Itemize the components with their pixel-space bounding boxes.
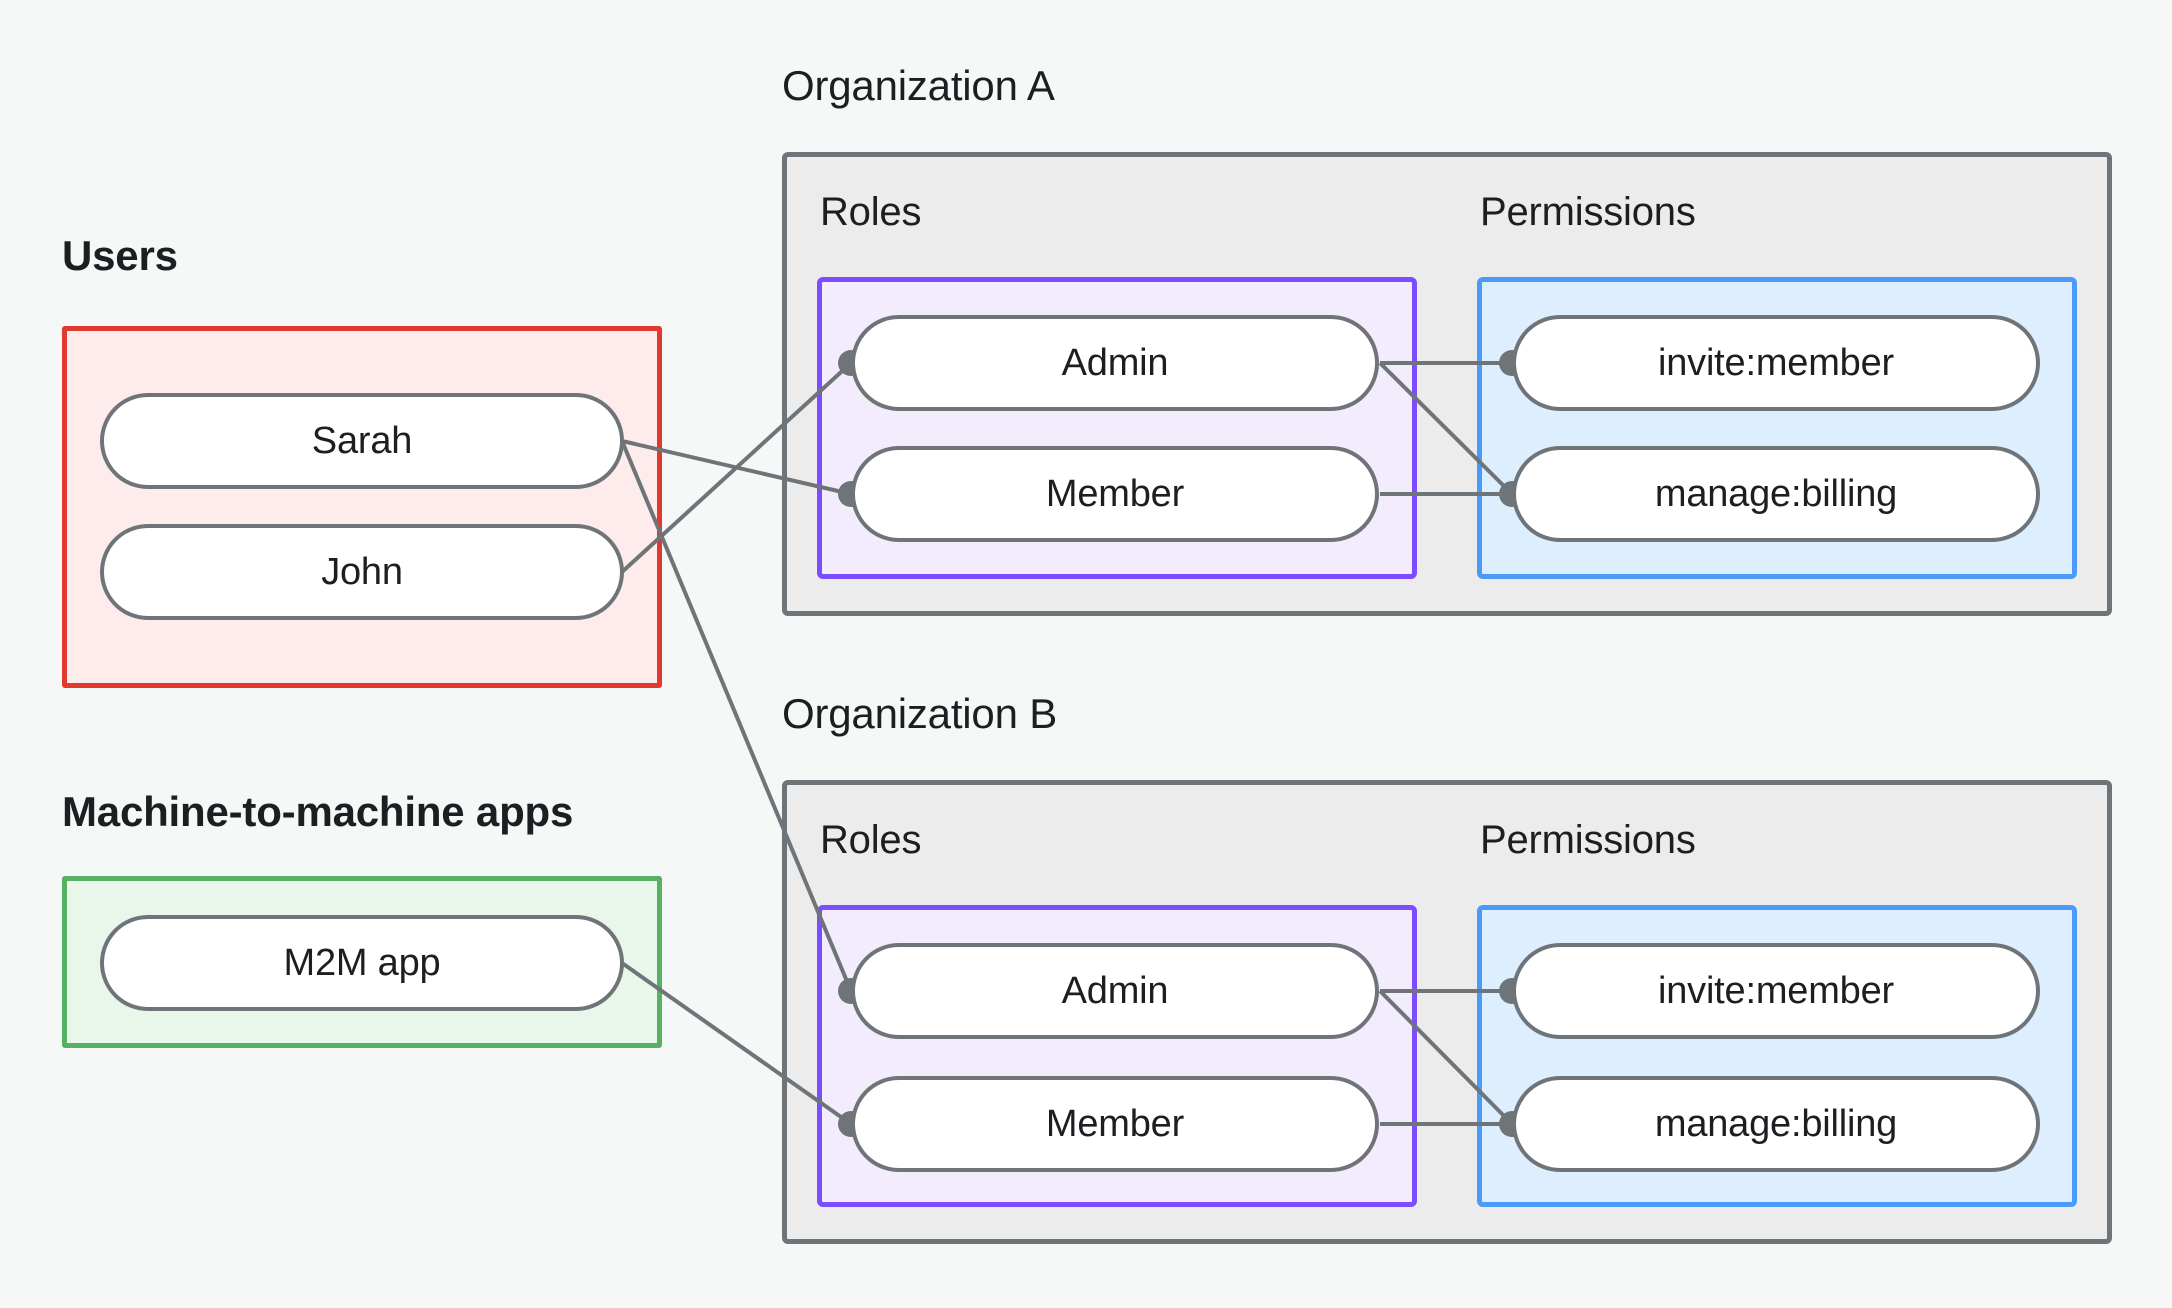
org-b-roles-label: Roles	[820, 818, 922, 862]
user-node-john[interactable]: John	[100, 524, 624, 620]
org-a-roles-label: Roles	[820, 190, 922, 234]
user-node-sarah[interactable]: Sarah	[100, 393, 624, 489]
org-b-role-admin[interactable]: Admin	[851, 943, 1379, 1039]
org-a-permissions-label: Permissions	[1480, 190, 1696, 234]
org-b-role-member[interactable]: Member	[851, 1076, 1379, 1172]
org-b-permission-manage-billing[interactable]: manage:billing	[1512, 1076, 2040, 1172]
org-a-permission-manage-billing[interactable]: manage:billing	[1512, 446, 2040, 542]
org-b-title: Organization B	[782, 690, 1058, 737]
users-container	[62, 326, 662, 688]
org-b-permissions-label: Permissions	[1480, 818, 1696, 862]
org-a-role-admin[interactable]: Admin	[851, 315, 1379, 411]
org-a-permission-invite-member[interactable]: invite:member	[1512, 315, 2040, 411]
org-a-title: Organization A	[782, 62, 1055, 109]
m2m-node-app[interactable]: M2M app	[100, 915, 624, 1011]
org-a-role-member[interactable]: Member	[851, 446, 1379, 542]
m2m-group-title: Machine-to-machine apps	[62, 788, 574, 835]
users-group-title: Users	[62, 232, 178, 279]
org-b-permission-invite-member[interactable]: invite:member	[1512, 943, 2040, 1039]
